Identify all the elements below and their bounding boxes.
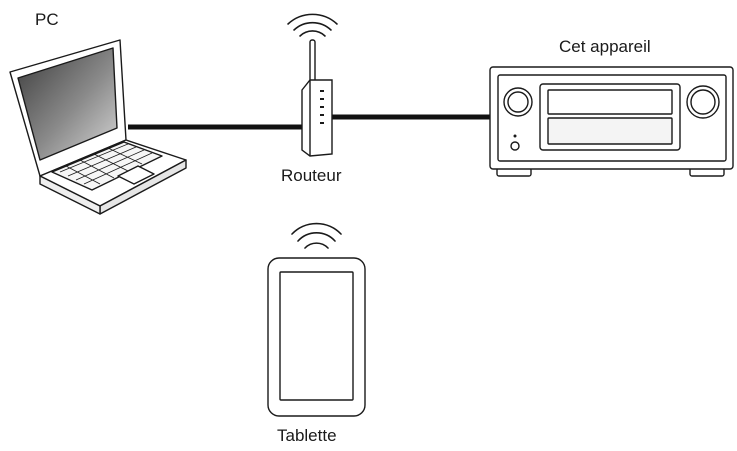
tablet-label: Tablette (277, 426, 337, 445)
pc-label: PC (35, 10, 59, 29)
av-receiver-icon (489, 66, 734, 177)
device-label: Cet appareil (559, 37, 651, 56)
router-label: Routeur (281, 166, 342, 185)
laptop-icon (9, 39, 187, 215)
tablet-icon (267, 257, 366, 417)
ethernet-cables (128, 114, 492, 130)
tablet-wifi-icon (291, 222, 342, 249)
router-wifi-icon (287, 13, 338, 37)
wireless-router-icon (301, 39, 333, 157)
